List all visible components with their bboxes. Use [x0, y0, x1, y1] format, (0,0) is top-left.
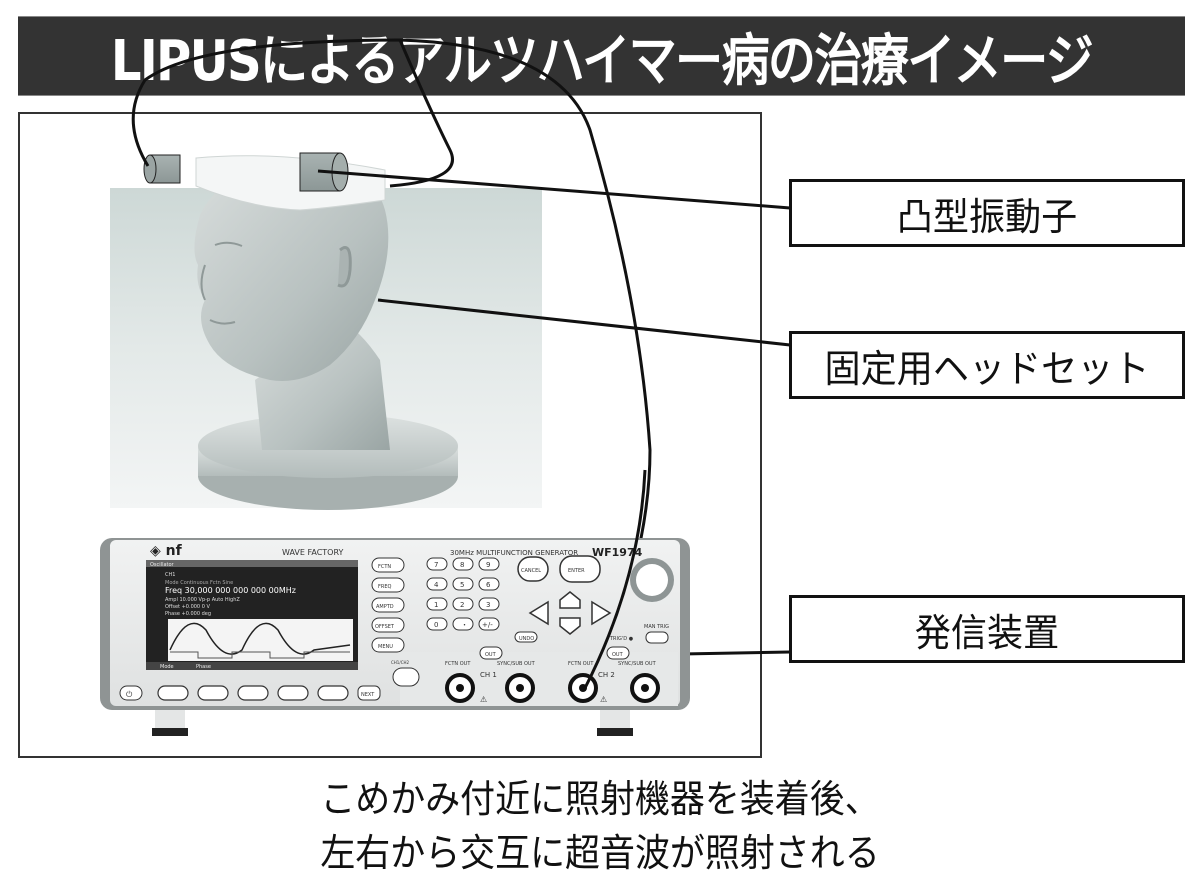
ear-shape	[337, 246, 352, 288]
label-generator: 発信装置	[789, 595, 1185, 663]
title-text: LIPUSによるアルツハイマー病の治療イメージ	[110, 28, 1094, 94]
nose-shape	[200, 264, 206, 301]
label-transducer: 凸型振動子	[789, 179, 1185, 247]
leader-generator	[624, 650, 791, 657]
eye-shape	[214, 241, 243, 247]
mannequin-neck	[255, 320, 390, 450]
caption-line-2: 左右から交互に超音波が照射される	[0, 822, 1200, 877]
mannequin-head	[194, 159, 389, 381]
mouth-shape	[209, 319, 236, 325]
caption-line-2-text: 左右から交互に超音波が照射される	[320, 831, 880, 875]
label-headset: 固定用ヘッドセット	[789, 331, 1185, 399]
cable-main	[131, 38, 652, 691]
leader-transducer	[317, 169, 791, 210]
caption-line-1: こめかみ付近に照射機器を装着後、	[0, 768, 1200, 823]
label-headset-text: 固定用ヘッドセット	[824, 346, 1150, 391]
left-transducer	[143, 154, 181, 184]
title-banner: LIPUSによるアルツハイマー病の治療イメージ	[18, 16, 1185, 96]
leader-headset	[377, 298, 791, 347]
label-generator-text: 発信装置	[914, 610, 1060, 655]
cable-right-transducer	[389, 39, 454, 188]
caption-line-1-text: こめかみ付近に照射機器を装着後、	[320, 777, 880, 821]
label-transducer-text: 凸型振動子	[896, 194, 1078, 239]
